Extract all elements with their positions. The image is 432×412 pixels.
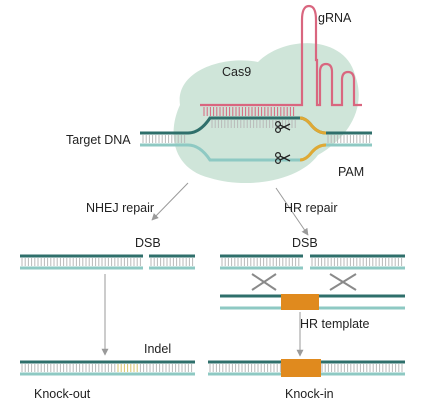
nhej-arrow [151,182,189,221]
cas9-protein [173,43,359,184]
knock-out-dna [20,360,195,376]
pam-label: PAM [338,165,364,179]
nhej-broken-dna [20,254,195,270]
target-dna [140,116,372,162]
scissors-icon [274,120,291,134]
hr-template-label: HR template [300,317,370,331]
indel-label: Indel [144,342,171,356]
hr-broken-dna [220,254,405,270]
knock-out-label: Knock-out [34,387,91,401]
hr-repair-label: HR repair [284,201,338,215]
crossover-left [251,273,277,291]
scissors-icon [274,151,291,165]
grna-label: gRNA [318,11,352,25]
pam-site [299,116,327,135]
knock-in-dna [208,359,405,377]
hr-arrow [275,187,309,236]
crossover-right [329,273,357,291]
dsb-label-left: DSB [135,236,161,250]
hr-template [220,294,405,310]
nhej-repair-label: NHEJ repair [86,201,154,215]
grna-strand [200,4,362,116]
knock-in-label: Knock-in [285,387,334,401]
cas9-label: Cas9 [222,65,251,79]
dsb-label-right: DSB [292,236,318,250]
target-dna-label: Target DNA [66,133,131,147]
